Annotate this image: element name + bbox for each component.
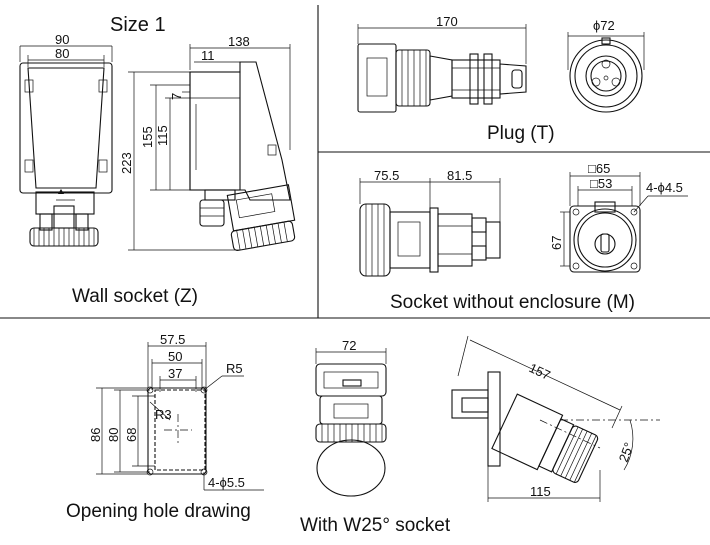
- dim-m-holes: 4-ϕ4.5: [646, 180, 683, 195]
- dim-80: 80: [106, 428, 121, 442]
- dim-w25-25deg: 25°: [616, 440, 637, 464]
- w25-front-panel: With W25° socket 72: [300, 338, 451, 536]
- dim-phi72: ϕ72: [593, 18, 615, 33]
- dim-w25-115: 115: [530, 484, 551, 499]
- wall-socket-caption: Wall socket (Z): [72, 286, 198, 307]
- opening-hole-panel: Opening hole drawing 57.5 50 37: [66, 332, 264, 522]
- w25-side-dimensions: 157 25° 115: [457, 335, 660, 502]
- dim-50: 50: [168, 349, 182, 364]
- dim-68: 68: [124, 428, 139, 442]
- wall-socket-front-view: [19, 62, 113, 247]
- size-caption: Size 1: [110, 14, 166, 36]
- dim-138: 138: [228, 34, 250, 49]
- dim-57-5: 57.5: [160, 332, 185, 347]
- opening-hole-dimensions: 57.5 50 37 R5 R3 86 80 68: [88, 332, 264, 491]
- wall-socket-side-view: [189, 61, 296, 251]
- dim-86: 86: [88, 428, 103, 442]
- wall-front-dimensions: 90 80: [19, 32, 113, 67]
- panel-dividers: [0, 5, 710, 319]
- socket-m-side-dimensions: 75.5 81.5: [359, 168, 501, 222]
- plug-panel: Plug (T) 170: [357, 14, 645, 144]
- opening-hole-outline: [146, 386, 208, 476]
- dim-R5: R5: [226, 361, 243, 376]
- socket-m-front-dimensions: □65 □53 4-ϕ4.5 67: [549, 161, 688, 267]
- plug-side-view: [357, 43, 527, 113]
- dim-37: 37: [168, 366, 182, 381]
- plug-caption: Plug (T): [487, 123, 555, 144]
- dim-67: 67: [549, 236, 564, 250]
- dim-223: 223: [119, 152, 134, 174]
- socket-m-front-view: [569, 201, 641, 273]
- socket-m-side-view: [359, 203, 501, 277]
- dim-R3: R3: [155, 407, 172, 422]
- dim-w25-157: 157: [527, 360, 553, 383]
- w25-side-view: [451, 371, 599, 483]
- opening-hole-caption: Opening hole drawing: [66, 501, 251, 522]
- socket-m-panel: Socket without enclosure (M) 75.5 81.5: [359, 161, 688, 313]
- socket-m-caption: Socket without enclosure (M): [390, 292, 635, 313]
- dim-11: 11: [201, 48, 215, 63]
- dim-170: 170: [436, 14, 458, 29]
- plug-dimensions: 170: [357, 14, 527, 64]
- plug-front-view: ϕ72: [567, 18, 645, 113]
- w25-front-dimensions: 72: [315, 338, 387, 364]
- wall-socket-panel: Size 1 Wall socket (Z): [19, 14, 296, 307]
- dim-w25-72: 72: [342, 338, 356, 353]
- dim-81-5: 81.5: [447, 168, 472, 183]
- dim-155: 155: [140, 126, 155, 148]
- wall-side-dimensions: 138 11 223 155 115 7: [119, 34, 291, 251]
- dim-sq53: □53: [590, 176, 612, 191]
- dim-sq65: □65: [588, 161, 610, 176]
- w25-side-panel: 157 25° 115: [451, 335, 660, 502]
- dim-7: 7: [169, 93, 184, 100]
- dim-hole-holes: 4-ϕ5.5: [208, 475, 245, 490]
- w25-front-view: [315, 363, 387, 497]
- dim-90: 90: [55, 32, 69, 47]
- dim-115: 115: [155, 125, 170, 146]
- dim-75-5: 75.5: [374, 168, 399, 183]
- dim-80: 80: [55, 46, 69, 61]
- w25-caption: With W25° socket: [300, 515, 451, 536]
